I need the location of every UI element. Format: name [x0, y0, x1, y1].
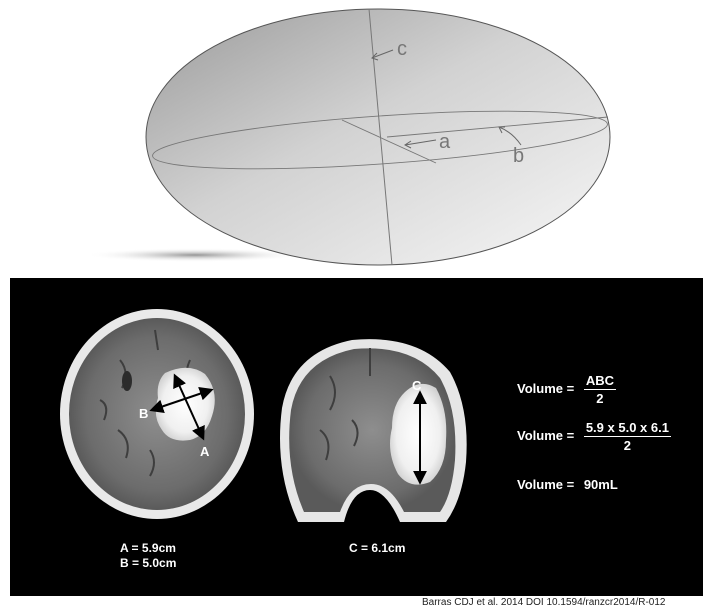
- formula-3-label: Volume =: [517, 477, 574, 492]
- measurement-A: A = 5.9cm: [120, 541, 176, 556]
- coronal-ct-image: C: [280, 339, 467, 522]
- formula-2-denominator: 2: [584, 437, 671, 453]
- axial-label-B: B: [139, 406, 148, 421]
- formula-1-label: Volume =: [517, 381, 574, 396]
- measurement-C: C = 6.1cm: [349, 541, 405, 556]
- formula-row-1: Volume = ABC 2: [517, 373, 616, 406]
- formula-row-3: Volume = 90mL: [517, 477, 618, 492]
- axial-measurements: A = 5.9cm B = 5.0cm: [120, 541, 176, 571]
- formula-2-label: Volume =: [517, 428, 574, 443]
- formula-2-fraction: 5.9 x 5.0 x 6.1 2: [584, 420, 671, 453]
- axial-label-A: A: [200, 444, 210, 459]
- formula-2-numerator: 5.9 x 5.0 x 6.1: [584, 420, 671, 437]
- formula-3-value: 90mL: [584, 477, 618, 492]
- formula-1-denominator: 2: [584, 390, 616, 406]
- formula-1-fraction: ABC 2: [584, 373, 616, 406]
- coronal-label-C: C: [412, 378, 422, 393]
- axial-ct-image: B A: [60, 309, 254, 519]
- citation: Barras CDJ et al. 2014 DOI 10.1594/ranzc…: [422, 597, 665, 608]
- formula-1-numerator: ABC: [584, 373, 616, 390]
- formula-row-2: Volume = 5.9 x 5.0 x 6.1 2: [517, 420, 671, 453]
- axial-ventricle: [122, 371, 132, 391]
- measurement-B: B = 5.0cm: [120, 556, 176, 571]
